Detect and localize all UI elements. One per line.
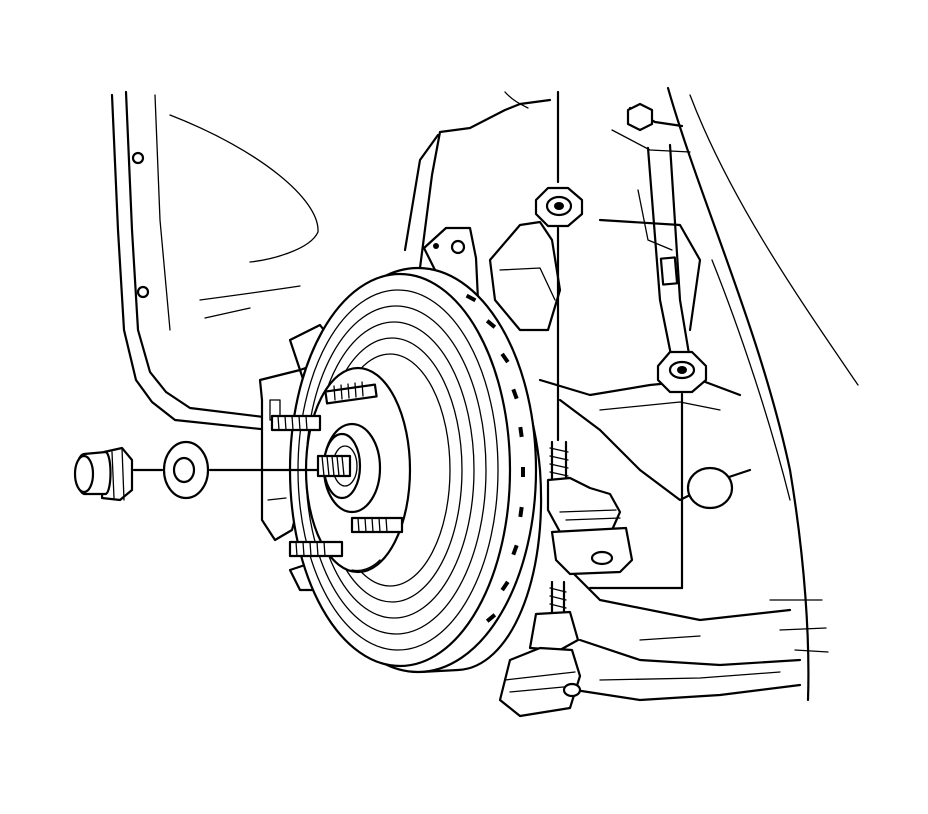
stabilizer-link xyxy=(611,102,692,362)
hub-nut xyxy=(73,446,134,502)
inner-fender-right xyxy=(666,86,859,702)
fender-bolt-icon xyxy=(131,151,145,165)
upper-ball-joint xyxy=(546,440,634,576)
wheel-hub xyxy=(270,366,412,574)
lower-ball-joint xyxy=(498,580,582,718)
link-top-nut-icon xyxy=(626,102,654,132)
wheel-stud xyxy=(270,414,322,432)
upper-ball-joint-nut xyxy=(534,90,584,442)
wheel-stud xyxy=(288,540,344,558)
hub-washer xyxy=(162,440,210,500)
steering-knuckle xyxy=(403,91,802,702)
stabilizer-link-nut xyxy=(588,350,708,590)
axle-shaft-thread xyxy=(316,454,352,478)
fender-bolt-icon xyxy=(136,285,150,299)
wheel-stud xyxy=(324,381,378,405)
rotor-vent-slots xyxy=(465,293,525,623)
wheel-stud xyxy=(350,516,404,534)
inner-fender xyxy=(110,90,319,432)
